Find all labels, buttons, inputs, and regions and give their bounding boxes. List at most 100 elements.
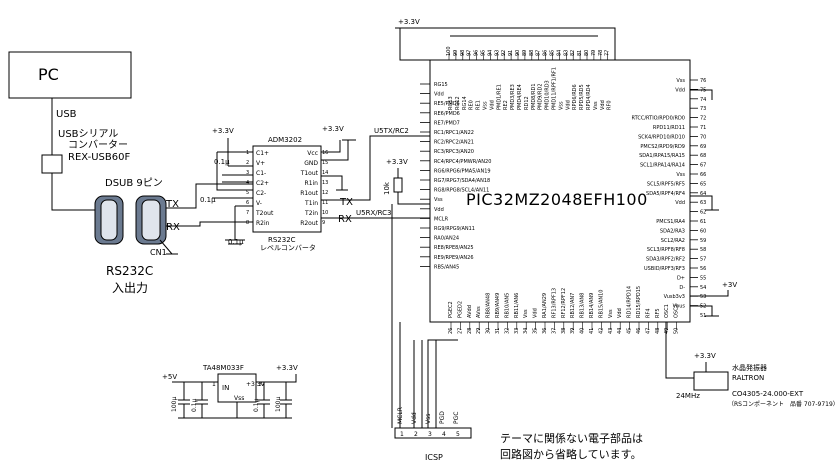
pc-label: PC xyxy=(38,65,59,84)
mcu-bottom-pin: Vdd xyxy=(533,308,539,318)
mcu-right-num: 66 xyxy=(700,172,706,178)
mcu-top-pin: Vdd xyxy=(600,100,606,110)
mcu-right-num: 54 xyxy=(700,285,706,291)
mcu-top-num: 100 xyxy=(446,46,452,56)
mcu-bottom-pin: OSC1 xyxy=(664,304,670,318)
mcu-top-pin: PMD8/RD1 xyxy=(531,83,537,110)
rs232c-line2: 入出力 xyxy=(112,281,148,295)
icsp-pin-label: MCLR xyxy=(397,407,404,424)
adm-vcc: +3.3V xyxy=(212,127,234,135)
adm-left-pin: T2out xyxy=(255,210,274,217)
mcu-right-pin: RTCC/RTIO/RPD0/RD0 xyxy=(631,116,685,122)
mcu-left-pin: RE5/PMD5 xyxy=(434,101,460,107)
mcu-right-num: 59 xyxy=(700,238,706,244)
adm-left-num: 6 xyxy=(246,200,249,206)
mcu-bottom-pin: RB10/AN5 xyxy=(504,293,510,318)
mcu-right-pin: Vbus xyxy=(673,304,686,310)
net-u5tx: U5TX/RC2 xyxy=(374,127,409,135)
mcu-top-pin: PMD10/RD3 xyxy=(545,80,551,110)
reg-c2: 0.1μ xyxy=(191,398,198,412)
mcu-top-pin: Vdd xyxy=(489,100,495,110)
usb-label: USB xyxy=(56,109,77,120)
mcu-bottom-pin: OSC2 xyxy=(674,304,680,318)
dsub-socket xyxy=(135,195,167,245)
svg-text:ADM3202: ADM3202 xyxy=(268,136,302,144)
reg-vin: +5V xyxy=(162,373,177,381)
mcu-right-pin: SCL2/RA2 xyxy=(661,238,685,244)
adm-right-num: 10 xyxy=(322,210,328,216)
mcu-top-pin: Vss xyxy=(593,101,599,110)
adm-right-num: 12 xyxy=(322,190,328,196)
mcu-bottom-pin: RB14/AN9 xyxy=(589,293,595,318)
adm-left-num: 7 xyxy=(246,210,249,216)
dsub-plug xyxy=(94,195,124,245)
mcu-right-num: 51 xyxy=(700,313,706,319)
mcu-left-pin: RG7/RPG7/SDA4/AN18 xyxy=(434,178,490,184)
mcu-right-pin: SCK4/RPD10/RD10 xyxy=(638,134,685,140)
mcu-left-pin: RE8/RPE8/AN25 xyxy=(434,245,474,251)
mcu-left-pin: RE9/RPE9/AN26 xyxy=(434,255,474,261)
adm-left-num: 4 xyxy=(246,180,249,186)
adm-right-num: 16 xyxy=(322,150,328,156)
mcu-right-num: 62 xyxy=(700,210,706,216)
mcu-right-pin: D- xyxy=(679,285,685,291)
mcu-bottom-pin: RF5 xyxy=(655,308,661,318)
mcu-bottom-num: 49 xyxy=(664,328,670,334)
mcu-bottom-pin: RF12/RPF12 xyxy=(561,288,567,318)
mcu-left-pin: RC1/RPC1/AN22 xyxy=(434,130,474,136)
mcu-bottom-pin: RF13/RPF13 xyxy=(551,288,557,318)
mcu-right-num: 57 xyxy=(700,257,706,263)
adm-right-pin: T1in xyxy=(304,200,318,207)
adm-cap-a: 0.1μ xyxy=(214,158,230,166)
mcu-right-pin: PMCS2/RPD9/RD9 xyxy=(640,144,685,150)
adm-left-pin: V+ xyxy=(256,160,265,167)
mcu-top-pin: RPD6/RD6 xyxy=(572,84,578,110)
adm-left-pin: V- xyxy=(256,200,262,207)
adm-left-pin: R2in xyxy=(256,220,270,227)
mcu-bottom-num: 26 xyxy=(448,328,454,334)
mcu-right-num: 72 xyxy=(700,116,706,122)
icsp-pin-num: 2 xyxy=(414,431,418,438)
mcu-right-pin: Vdd xyxy=(675,200,685,206)
mcu-left-pin: Vdd xyxy=(434,92,444,98)
net-u5rx: U5RX/RC3 xyxy=(356,209,391,217)
svg-text:1: 1 xyxy=(212,381,216,388)
mcu-right-pin: SCL1/RPA14/RA14 xyxy=(640,163,685,169)
mcu-right-pin: SDA1/RPA15/RA15 xyxy=(639,153,685,159)
reg-vout: +3.3V xyxy=(276,364,298,372)
mclr-r: 10k xyxy=(383,181,391,195)
mcu-right-pin: SDA3/RPF2/RF2 xyxy=(646,257,685,263)
mcu-left-pin: RC2/RPC2/AN21 xyxy=(434,140,474,146)
adm-right-pin: GND xyxy=(304,160,318,167)
mcu-bottom-num: 45 xyxy=(627,328,633,334)
mcu-bottom-pin: RF4 xyxy=(645,308,651,318)
mcu-bottom-num: 34 xyxy=(523,328,529,334)
mcu-bottom-pin: RB8/AN48 xyxy=(486,293,492,318)
mcu-left-pin: Vss xyxy=(434,197,443,203)
reg-c4: 100μ xyxy=(275,397,282,412)
mcu-right-pin: Vdd xyxy=(675,87,685,93)
mcu-right-num: 68 xyxy=(700,153,706,159)
adm-right-pin: R1out xyxy=(300,190,318,197)
mcu-top-pin: RE0 xyxy=(469,100,475,110)
converter-line2: コンバーター xyxy=(68,139,128,151)
mcu-right-num: 71 xyxy=(700,125,706,131)
adm-title1: RS232C xyxy=(268,236,296,244)
adm-tx: TX xyxy=(339,197,353,208)
adm-left-num: 8 xyxy=(246,220,249,226)
reg-c3: 0.1μ xyxy=(253,398,260,412)
mcu-right-num: 70 xyxy=(700,134,706,140)
mcu-left-pin: RG8/RPG8/SCL4/AN11 xyxy=(434,188,489,194)
mcu-bottom-num: 35 xyxy=(533,328,539,334)
mcu-bottom-num: 27 xyxy=(457,328,463,334)
mcu-right-pin: PMCS1/RA4 xyxy=(656,219,685,225)
converter-model: REX-USB60F xyxy=(68,152,130,163)
mcu-top-pin: RG12 xyxy=(455,96,461,110)
osc-freq: 24MHz xyxy=(676,392,700,400)
mcu-right-num: 56 xyxy=(700,266,706,272)
adm-left-num: 2 xyxy=(246,160,249,166)
mcu-top-pin: RG14 xyxy=(462,96,468,110)
mcu-bottom-pin: RA1/AN29 xyxy=(542,293,548,318)
